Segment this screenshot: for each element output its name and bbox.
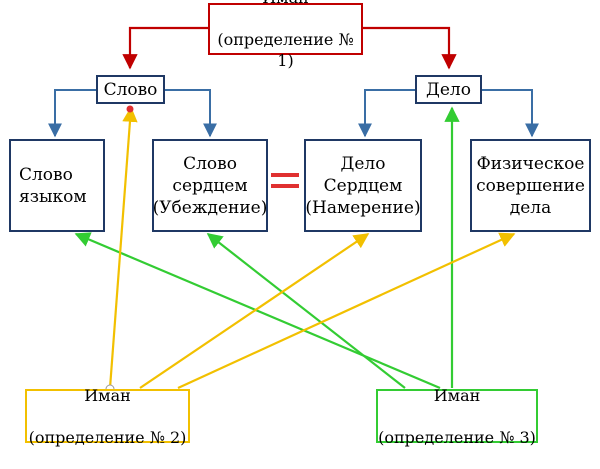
connector-slovo-to-yazykom [48,89,96,138]
slovo-label: Слово [103,79,158,100]
iman-definition-2-box: Иман (определение № 2) [25,386,190,447]
slovo-serdtsem-box: Слово сердцем (Убеждение) [152,139,268,232]
delo-label: Дело [426,79,471,100]
delo-serdtsem-label: Дело Сердцем (Намерение) [305,153,421,218]
iman-definition-1-title: Иман [210,0,361,8]
connector-slovo-to-serdtsem [165,89,217,138]
connector-def1-to-slovo [122,26,208,70]
slovo-box: Слово [96,75,165,104]
connector-delo-to-serdtsem [358,89,415,138]
connector-def3-to-serdtsem [206,233,406,389]
connector-def2-to-slovo [108,106,138,389]
connector-def2-to-delo-serdtsem [139,233,370,389]
equals-sign [271,173,299,191]
iman-definition-3-box: Иман (определение № 3) [376,386,538,447]
delo-serdtsem-box: Дело Сердцем (Намерение) [304,139,422,232]
iman-definition-1-subtitle: (определение № 1) [217,30,354,70]
iman-definition-2-subtitle: (определение № 2) [28,427,187,447]
slovo-yazykom-box: Слово языком [9,139,105,232]
diagram-canvas [48,26,539,394]
connector-delo-to-fizicheskoe [482,89,539,138]
iman-definition-3-subtitle: (определение № 3) [378,427,536,447]
iman-definition-2-title: Иман [84,385,131,405]
connector-def3-to-yazykom [74,232,441,390]
slovo-yazykom-label: Слово языком [19,164,87,207]
slovo-serdtsem-label: Слово сердцем (Убеждение) [152,153,268,218]
connector-handle-dot [126,105,134,113]
fizicheskoe-sovershenie-label: Физическое совершение дела [476,153,585,218]
delo-box: Дело [415,75,482,104]
connector-def1-to-delo [363,26,457,70]
fizicheskoe-sovershenie-box: Физическое совершение дела [470,139,591,232]
iman-definition-1-box: Иман (определение № 1) [208,0,363,70]
connector-def2-to-fizicheskoe [177,232,516,389]
iman-definition-3-title: Иман [433,385,481,405]
